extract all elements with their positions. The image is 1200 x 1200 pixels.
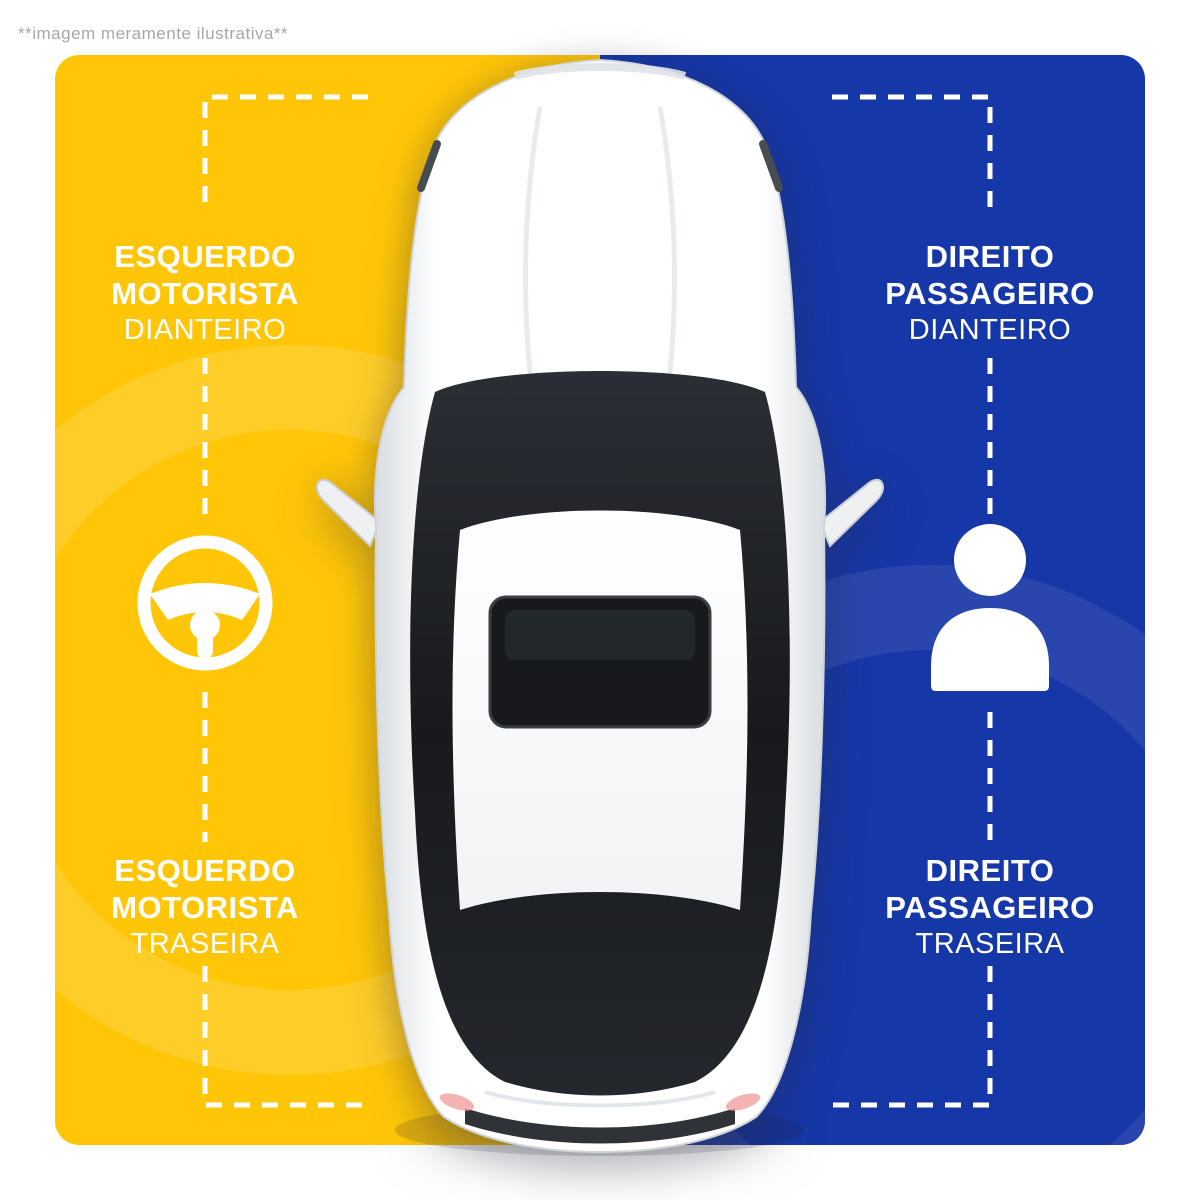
label-line: PASSAGEIRO: [885, 276, 1095, 311]
right-mirror: [818, 478, 885, 548]
label-line: DIANTEIRO: [123, 314, 287, 346]
right-headlight-trim: [759, 140, 783, 192]
label-line: MOTORISTA: [111, 890, 299, 925]
rear-bumper-trim: [465, 1108, 735, 1144]
sunroof-reflection: [505, 610, 695, 660]
left-taillight: [439, 1093, 475, 1111]
label-passenger-rear: DIREITO PASSAGEIRO TRASEIRA: [830, 852, 1150, 963]
steering-wheel-icon: [137, 535, 273, 671]
label-line: DIREITO: [925, 239, 1055, 274]
label-driver-front: ESQUERDO MOTORISTA DIANTEIRO: [45, 238, 365, 349]
label-line: ESQUERDO: [114, 853, 296, 888]
label-line: ESQUERDO: [114, 239, 296, 274]
label-passenger-front: DIREITO PASSAGEIRO DIANTEIRO: [830, 238, 1150, 349]
hood-crease-left: [523, 106, 543, 383]
label-line: TRASEIRA: [130, 928, 280, 960]
right-taillight: [725, 1093, 761, 1111]
disclaimer-text: **imagem meramente ilustrativa**: [18, 24, 289, 43]
label-driver-rear: ESQUERDO MOTORISTA TRASEIRA: [45, 852, 365, 963]
hood-crease-right: [657, 106, 677, 383]
car-top-view: [315, 58, 885, 1156]
label-line: PASSAGEIRO: [885, 890, 1095, 925]
label-line: TRASEIRA: [915, 928, 1065, 960]
person-icon: [931, 524, 1049, 691]
label-line: DIREITO: [925, 853, 1055, 888]
label-line: MOTORISTA: [111, 276, 299, 311]
left-mirror: [315, 478, 382, 548]
trunk-crease: [484, 1090, 716, 1108]
front-edge-shade: [513, 63, 687, 80]
left-headlight-trim: [417, 140, 441, 192]
label-line: DIANTEIRO: [908, 314, 1072, 346]
